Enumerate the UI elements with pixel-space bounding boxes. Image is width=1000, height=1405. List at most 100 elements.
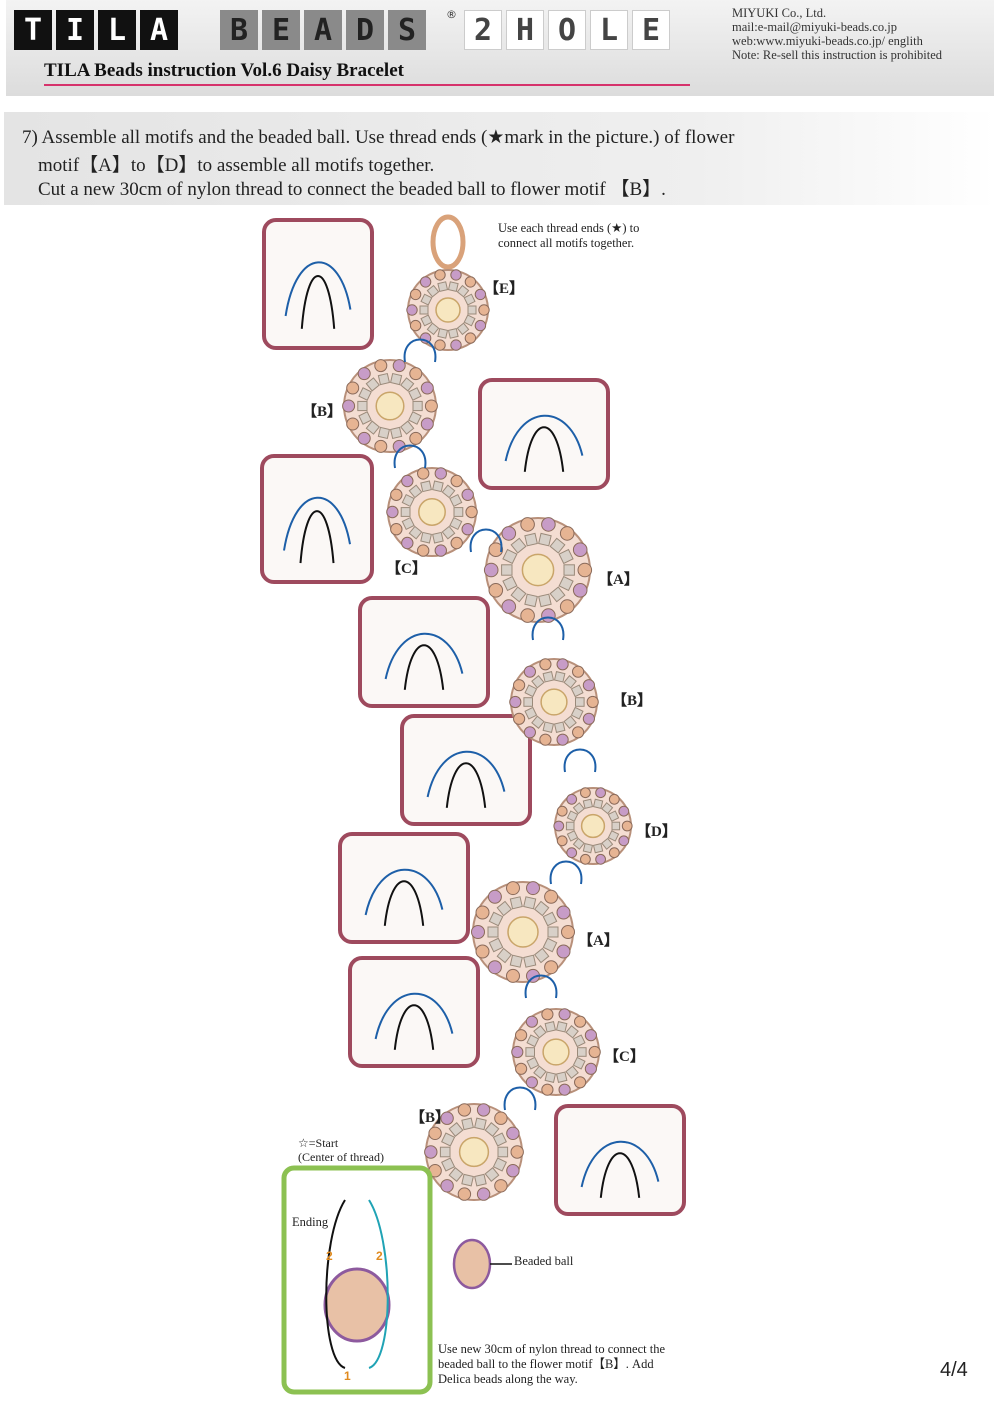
tila-bead: [492, 1132, 507, 1147]
tila-bead: [448, 1122, 464, 1137]
company-name: MIYUKI Co., Ltd.: [732, 6, 827, 20]
tila-bead: [461, 1173, 474, 1187]
bead: [558, 1083, 571, 1096]
assembly-illustration: [260, 214, 686, 1395]
bead: [401, 536, 414, 550]
bead: [559, 599, 575, 614]
bead: [572, 583, 588, 598]
tila-bead: [555, 1021, 568, 1033]
bead: [586, 695, 599, 709]
bead: [464, 276, 477, 288]
bead: [556, 658, 569, 671]
thread-path: [426, 750, 506, 798]
motif-label-a: 【A】: [578, 933, 619, 949]
tila-bead: [365, 377, 380, 392]
motif-label-b: 【B】: [302, 404, 343, 420]
tila-bead: [531, 675, 545, 689]
bead: [440, 1111, 454, 1125]
bead: [457, 1103, 472, 1117]
bead: [487, 889, 502, 904]
tila-bead: [389, 372, 403, 386]
step-number: 1: [344, 1369, 351, 1383]
tila-bead: [542, 911, 558, 927]
connecting-thread: [469, 528, 503, 553]
clasp-loop: [430, 214, 466, 270]
tila-bead: [572, 837, 585, 850]
bead: [561, 925, 575, 939]
tila-bead: [377, 426, 391, 440]
tila-bead: [607, 810, 620, 822]
bead: [544, 960, 559, 975]
bead: [506, 881, 520, 896]
detail-callout: [262, 218, 374, 350]
bead: [541, 608, 556, 623]
tila-bead: [408, 387, 422, 401]
bead: [523, 665, 537, 678]
tila-bead: [533, 1065, 547, 1079]
thread-path: [384, 632, 464, 680]
bead: [419, 276, 432, 288]
bead: [506, 1126, 520, 1141]
logo-letter: L: [98, 10, 136, 50]
center-bead: [375, 391, 405, 421]
tila-bead: [449, 493, 463, 508]
tila-bead: [389, 426, 403, 440]
bead: [461, 488, 474, 501]
tila-bead: [426, 284, 440, 298]
logo-letter: O: [548, 10, 586, 50]
tila-bead: [441, 1132, 456, 1147]
bead: [346, 381, 360, 395]
tila-bead: [441, 484, 456, 499]
tila-bead: [358, 411, 372, 425]
bead: [506, 968, 520, 983]
step-line-3: Cut a new 30cm of nylon thread to connec…: [38, 179, 666, 200]
step-number: 2: [376, 1249, 383, 1263]
bead: [584, 1029, 598, 1042]
center-bead: [521, 553, 555, 587]
tila-bead: [441, 525, 456, 540]
bead: [374, 439, 388, 453]
tila-bead: [582, 843, 594, 854]
tila-bead: [420, 293, 433, 306]
page-number: 4/4: [940, 1359, 968, 1381]
bead: [357, 431, 371, 445]
bead: [401, 474, 414, 488]
tila-bead: [601, 837, 614, 850]
center-bead: [542, 1038, 570, 1066]
document-title: TILA Beads instruction Vol.6 Daisy Brace…: [44, 60, 404, 81]
bead: [450, 536, 463, 550]
bead: [608, 793, 620, 805]
bead: [574, 1076, 587, 1089]
two-hole-logo: 2 H O L E: [464, 10, 670, 50]
tila-bead: [432, 531, 444, 544]
bead: [582, 712, 596, 725]
tila-bead: [544, 1071, 557, 1083]
connecting-thread: [403, 338, 437, 363]
thread-path: [580, 1140, 660, 1188]
tila-bead: [412, 400, 423, 412]
logo-letter: E: [632, 10, 670, 50]
bead: [513, 679, 526, 692]
logo-letter: T: [14, 10, 52, 50]
bead: [572, 542, 588, 558]
bead: [541, 1008, 554, 1021]
tila-bead: [463, 314, 476, 327]
bead: [582, 679, 596, 692]
bead: [392, 359, 406, 373]
assembly-diagram: [0, 205, 1000, 1400]
center-bead: [580, 813, 606, 839]
center-bead: [435, 297, 461, 323]
tila-bead: [523, 954, 537, 968]
tila-bead: [484, 1122, 500, 1137]
tila-bead: [439, 1146, 451, 1158]
beaded-ball-note: Use new 30cm of nylon thread to connect …: [438, 1342, 666, 1386]
tila-bead: [547, 926, 559, 938]
bead: [487, 960, 502, 975]
bead: [588, 1045, 601, 1059]
connecting-thread: [393, 444, 427, 469]
bead: [478, 304, 490, 316]
tila-bead: [419, 305, 429, 315]
bead: [494, 1179, 508, 1193]
tila-bead: [497, 1146, 509, 1158]
tila-bead: [510, 537, 527, 554]
